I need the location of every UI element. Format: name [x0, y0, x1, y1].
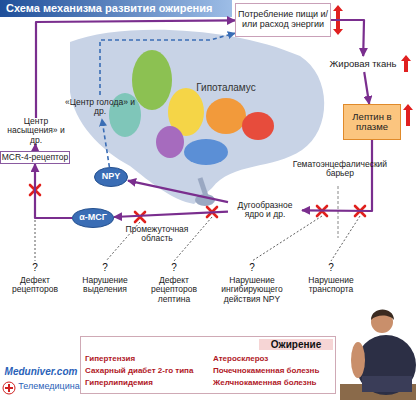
disease-box: ОжирениеГипертензияСахарный диабет 2-го …: [80, 336, 336, 394]
node-text: Дугообразное ядро и др.: [228, 201, 302, 220]
up-arrow: [403, 104, 413, 126]
node-text: Ожирение: [259, 339, 333, 350]
nucleus-label: Дугообразное ядро и др.: [228, 196, 302, 224]
down-arrow: [333, 21, 343, 35]
ellipse-shape: [95, 168, 128, 187]
node-text: NPY: [102, 172, 121, 182]
up-arrow: [401, 55, 411, 72]
center-label: Центр насыщения» и др.: [1, 118, 71, 144]
title-band: [0, 0, 232, 17]
defect-label: Дефект рецепторов: [2, 276, 68, 295]
feedback-arrow: [331, 20, 364, 56]
pituitary-stalk: [200, 178, 206, 196]
process-box: Потребление пищи и/или расход энергии: [235, 3, 331, 37]
question-mark: ?: [296, 262, 366, 273]
hormone-box: Лептин в плазме: [343, 104, 401, 140]
node-text: Жировая ткань: [330, 59, 397, 69]
node-body-text: Атеросклероз: [213, 355, 333, 364]
block-marks: [30, 185, 365, 222]
brain-region: [242, 112, 274, 140]
feedback-arrow: [114, 212, 228, 217]
dashed-arrow: [102, 119, 110, 167]
node-body-text: Гиперлипидемия: [85, 379, 211, 388]
node-body-text: Почечнокаменная болезнь: [213, 367, 333, 376]
defect-label: Дефект рецепторов лептина: [140, 276, 208, 304]
node-text: Потребление пищи и/или расход энергии: [236, 10, 330, 30]
brain-region: [156, 126, 184, 158]
feedback-arrow: [36, 20, 235, 118]
up-arrow: [333, 5, 343, 19]
feedback-arrow: [128, 181, 228, 203]
leader-lines: [35, 196, 360, 261]
ellipse-shape: [73, 209, 114, 228]
region-label: Промежуточная область: [120, 225, 194, 244]
region-label: Гипоталамус: [188, 82, 264, 93]
node-body-text: Желчнокаменная болезнь: [213, 379, 333, 388]
brain-region: [184, 139, 228, 165]
peptide-ellipse: α-МСГ: [72, 208, 114, 228]
question-mark: ?: [72, 262, 138, 273]
brain-section: [70, 30, 324, 204]
tissue-label: Жировая ткань: [326, 56, 400, 72]
peptide-ellipse: NPY: [94, 167, 128, 187]
defect-label: Нарушение транспорта: [296, 276, 366, 295]
barrier-label: Гематоэнцефалический барьер: [290, 160, 390, 179]
node-body-text: Гипертензия: [85, 355, 211, 364]
center-label: «Центр голода» и др.: [62, 95, 138, 119]
question-mark: ?: [140, 262, 208, 273]
node-text: Лептин в плазме: [344, 112, 400, 133]
patient-illustration: [340, 310, 416, 400]
barrier-line: [338, 186, 339, 238]
watermark: Meduniver.com: [2, 366, 80, 377]
node-text: α-МСГ: [79, 213, 107, 223]
defect-label: Нарушение ингибирующего действия NPY: [212, 276, 292, 304]
receptor-box: MCR-4-рецептор: [0, 151, 70, 164]
brain-region: [132, 50, 172, 110]
watermark: Телемедицина: [16, 382, 82, 392]
feedback-arrow: [35, 164, 72, 218]
brain-region: [206, 98, 246, 134]
feedback-arrow: [364, 72, 369, 104]
question-mark: ?: [212, 262, 292, 273]
diagram-title: Схема механизма развития ожирения: [6, 2, 212, 15]
node-text: «Центр голода» и др.: [62, 98, 138, 117]
watermark-logo: [3, 382, 15, 394]
defect-label: Нарушение выделения: [72, 276, 138, 295]
node-text: MCR-4-рецептор: [2, 153, 69, 162]
node-body-text: Сахарный диабет 2-го типа: [85, 367, 211, 376]
feedback-arrow: [34, 144, 36, 151]
question-mark: ?: [2, 262, 68, 273]
node-text: Центр насыщения» и др.: [1, 117, 71, 145]
